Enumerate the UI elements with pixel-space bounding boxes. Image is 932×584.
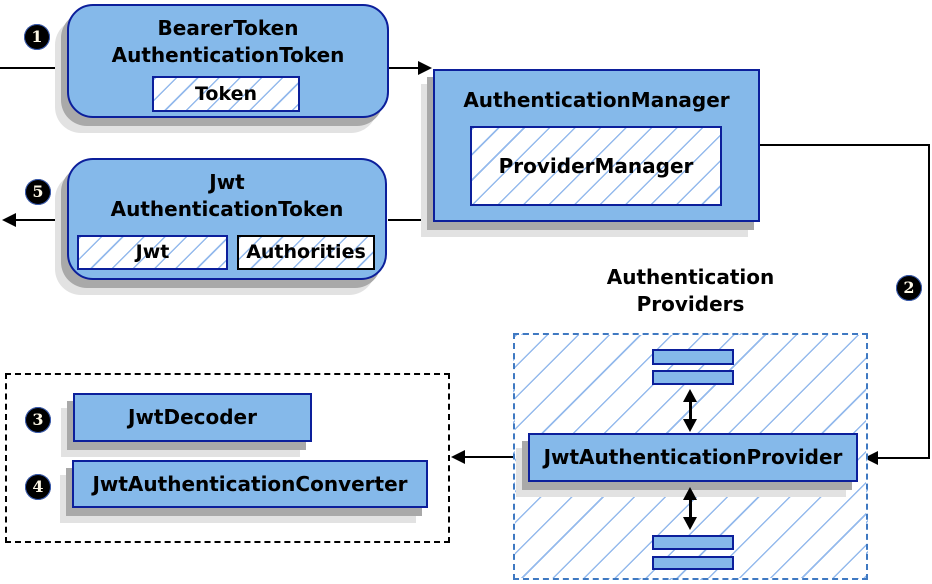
provider-placeholder-bar (652, 370, 734, 385)
jwt-authentication-token-node: Jwt AuthenticationToken Jwt Authorities (67, 158, 387, 280)
jwt-decoder-label: JwtDecoder (128, 405, 257, 429)
bearer-token-node-title: BearerToken AuthenticationToken (69, 6, 387, 69)
arrowhead-into-helpers-icon (451, 450, 465, 464)
authentication-manager-node: AuthenticationManager ProviderManager (433, 69, 760, 222)
connector-manager-out-top (760, 144, 930, 146)
double-arrow-top-shaft (689, 400, 692, 421)
connector-manager-to-jwt-token (388, 219, 433, 221)
jwt-authentication-converter-label: JwtAuthenticationConverter (92, 472, 408, 496)
provider-placeholder-bar (652, 349, 734, 365)
step-3-badge: 3 (25, 407, 51, 433)
bearer-token-title-line2: AuthenticationToken (111, 43, 345, 67)
jwt-authentication-provider-label: JwtAuthenticationProvider (543, 445, 843, 469)
jwt-authentication-converter-node: JwtAuthenticationConverter (72, 460, 428, 508)
jwt-field: Jwt (77, 235, 228, 270)
authentication-manager-title: AuthenticationManager (463, 88, 730, 112)
token-field-label: Token (194, 83, 258, 105)
double-arrow-bottom-down-icon (683, 517, 697, 530)
step-5-badge: 5 (25, 179, 51, 205)
jwt-token-title-line2: AuthenticationToken (110, 197, 344, 221)
authentication-providers-title-line1: Authentication (606, 265, 775, 289)
token-field: Token (152, 76, 300, 112)
double-arrow-bottom-up-icon (683, 487, 697, 500)
step-1-badge: 1 (24, 24, 50, 50)
connector-provider-to-helpers (465, 456, 513, 458)
authentication-providers-title-line2: Providers (636, 292, 745, 316)
jwt-token-node-title: Jwt AuthenticationToken (69, 160, 385, 223)
double-arrow-bottom-shaft (689, 498, 692, 519)
jwt-decoder-node: JwtDecoder (73, 393, 312, 442)
jwt-field-label: Jwt (135, 241, 170, 263)
arrowhead-into-authentication-manager-icon (418, 61, 432, 75)
authorities-field-label: Authorities (246, 241, 366, 263)
jwt-authentication-provider-node: JwtAuthenticationProvider (528, 433, 858, 482)
jwt-token-title-line1: Jwt (209, 170, 245, 194)
double-arrow-top-down-icon (683, 419, 697, 432)
double-arrow-top-up-icon (683, 389, 697, 402)
step-2-badge: 2 (896, 275, 922, 301)
connector-manager-down-right-edge (928, 144, 930, 458)
authorities-field: Authorities (237, 235, 375, 270)
provider-placeholder-bar (652, 535, 734, 550)
jwt-helpers-group (5, 373, 450, 543)
bearer-token-authentication-token-node: BearerToken AuthenticationToken Token (67, 4, 389, 118)
connector-request-into-bearer-token (0, 67, 67, 69)
connector-jwt-token-out-left (15, 219, 67, 221)
bearer-token-title-line1: BearerToken (157, 16, 299, 40)
step-4-badge: 4 (25, 474, 51, 500)
arrowhead-result-out-icon (2, 213, 16, 227)
authentication-providers-title: Authentication Providers (513, 264, 868, 318)
provider-manager-label: ProviderManager (498, 154, 694, 178)
connector-into-jwt-authentication-provider (878, 457, 930, 459)
connector-bearer-token-to-authentication-manager (389, 67, 420, 69)
provider-placeholder-bar (652, 556, 734, 570)
provider-manager-node: ProviderManager (470, 126, 722, 206)
